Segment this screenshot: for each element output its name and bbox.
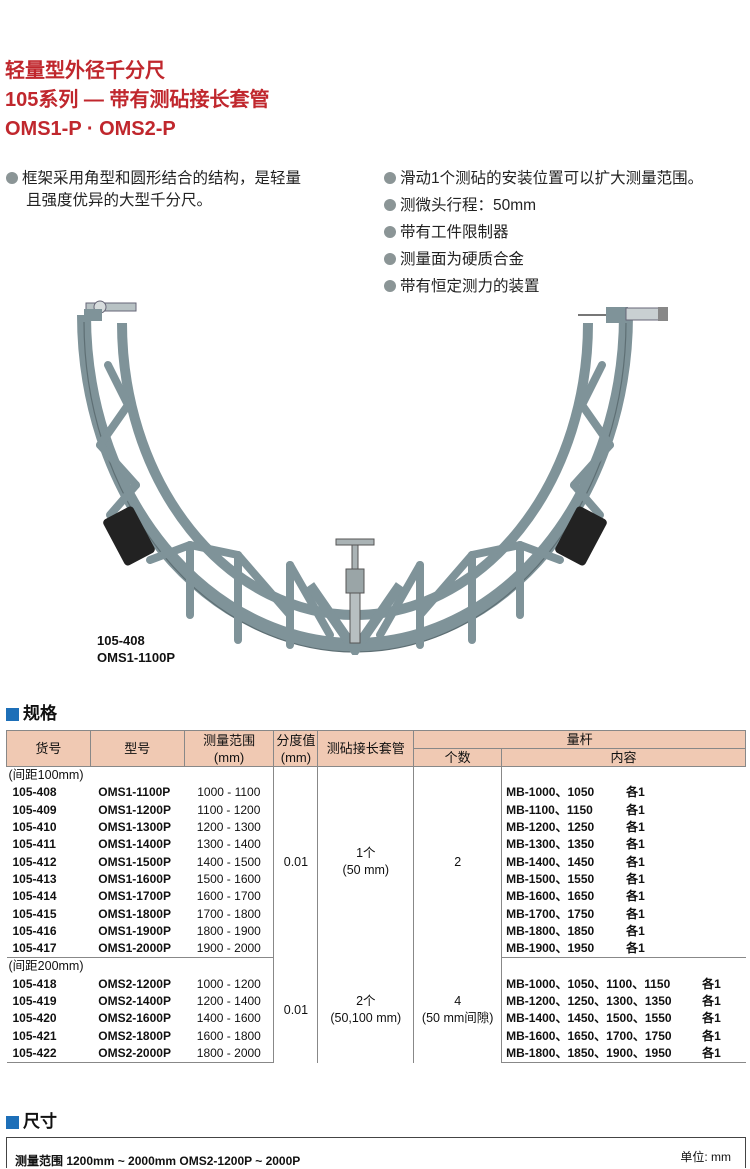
heat-insulator-left	[103, 506, 155, 566]
bullet-icon	[384, 199, 396, 211]
group-label: (间距200mm)	[8, 959, 84, 974]
section-spec: 规格	[6, 703, 57, 725]
group-count: 2	[413, 766, 502, 958]
header-model: 型号	[89, 730, 185, 767]
group-count: 4(50 mm间隙)	[413, 957, 502, 1063]
title-models: OMS1-P · OMS2-P	[5, 118, 176, 140]
frame	[77, 314, 633, 655]
caption-code: 105-408	[97, 633, 145, 648]
header-code: 货号	[6, 730, 91, 767]
title-series: 105系列 — 带有测砧接长套管	[5, 89, 270, 111]
header-range: 测量范围(mm)	[183, 730, 275, 767]
feature-left: 框架采用角型和圆形结合的结构，是轻量 且强度优异的大型千分尺。	[6, 168, 378, 212]
spec-table: 货号 型号 测量范围(mm) 分度值(mm) 测砧接长套管 量杆 个数 内容 (…	[6, 730, 746, 1064]
feature-list-right: 滑动1个测砧的安装位置可以扩大测量范围。 测微头行程：50mm 带有工件限制器 …	[384, 168, 750, 303]
group-extension: 2个(50,100 mm)	[317, 957, 414, 1063]
bullet-icon	[6, 172, 18, 184]
feature-item: 带有工件限制器	[384, 222, 750, 249]
section-square-icon	[6, 1115, 19, 1129]
section-dimensions: 尺寸	[6, 1111, 57, 1133]
micrometer-head	[578, 307, 668, 323]
micrometer-illustration	[77, 300, 668, 655]
bullet-icon	[384, 226, 396, 238]
dimension-box: 测量范围 1200mm ~ 2000mm OMS2-1200P ~ 2000P …	[6, 1137, 746, 1168]
bullet-icon	[384, 253, 396, 265]
feature-item: 滑动1个测砧的安装位置可以扩大测量范围。	[384, 168, 750, 195]
group-extension: 1个(50 mm)	[317, 766, 414, 958]
caption-model: OMS1-1100P	[97, 650, 176, 665]
heat-insulator-right	[555, 506, 607, 566]
header-graduation: 分度值(mm)	[273, 730, 319, 767]
feature-item: 测量面为硬质合金	[384, 249, 750, 276]
header-rod: 量杆	[413, 730, 746, 749]
title-product: 轻量型外径千分尺	[5, 60, 165, 82]
anvil-left	[84, 300, 137, 321]
group-graduation: 0.01	[273, 957, 318, 1063]
unit-label: 单位: mm	[680, 1150, 731, 1164]
header-extension: 测砧接长套管	[317, 730, 415, 767]
feature-item: 带有恒定测力的装置	[384, 276, 750, 303]
group-label: (间距100mm)	[8, 768, 84, 783]
bullet-icon	[384, 172, 396, 184]
feature-item: 测微头行程：50mm	[384, 195, 750, 222]
group-graduation: 0.01	[273, 766, 318, 958]
workpiece-limiter	[335, 538, 375, 644]
section-square-icon	[6, 707, 19, 721]
header-rod-count: 个数	[413, 748, 503, 767]
header-rod-content: 内容	[501, 748, 746, 767]
bullet-icon	[384, 280, 396, 292]
